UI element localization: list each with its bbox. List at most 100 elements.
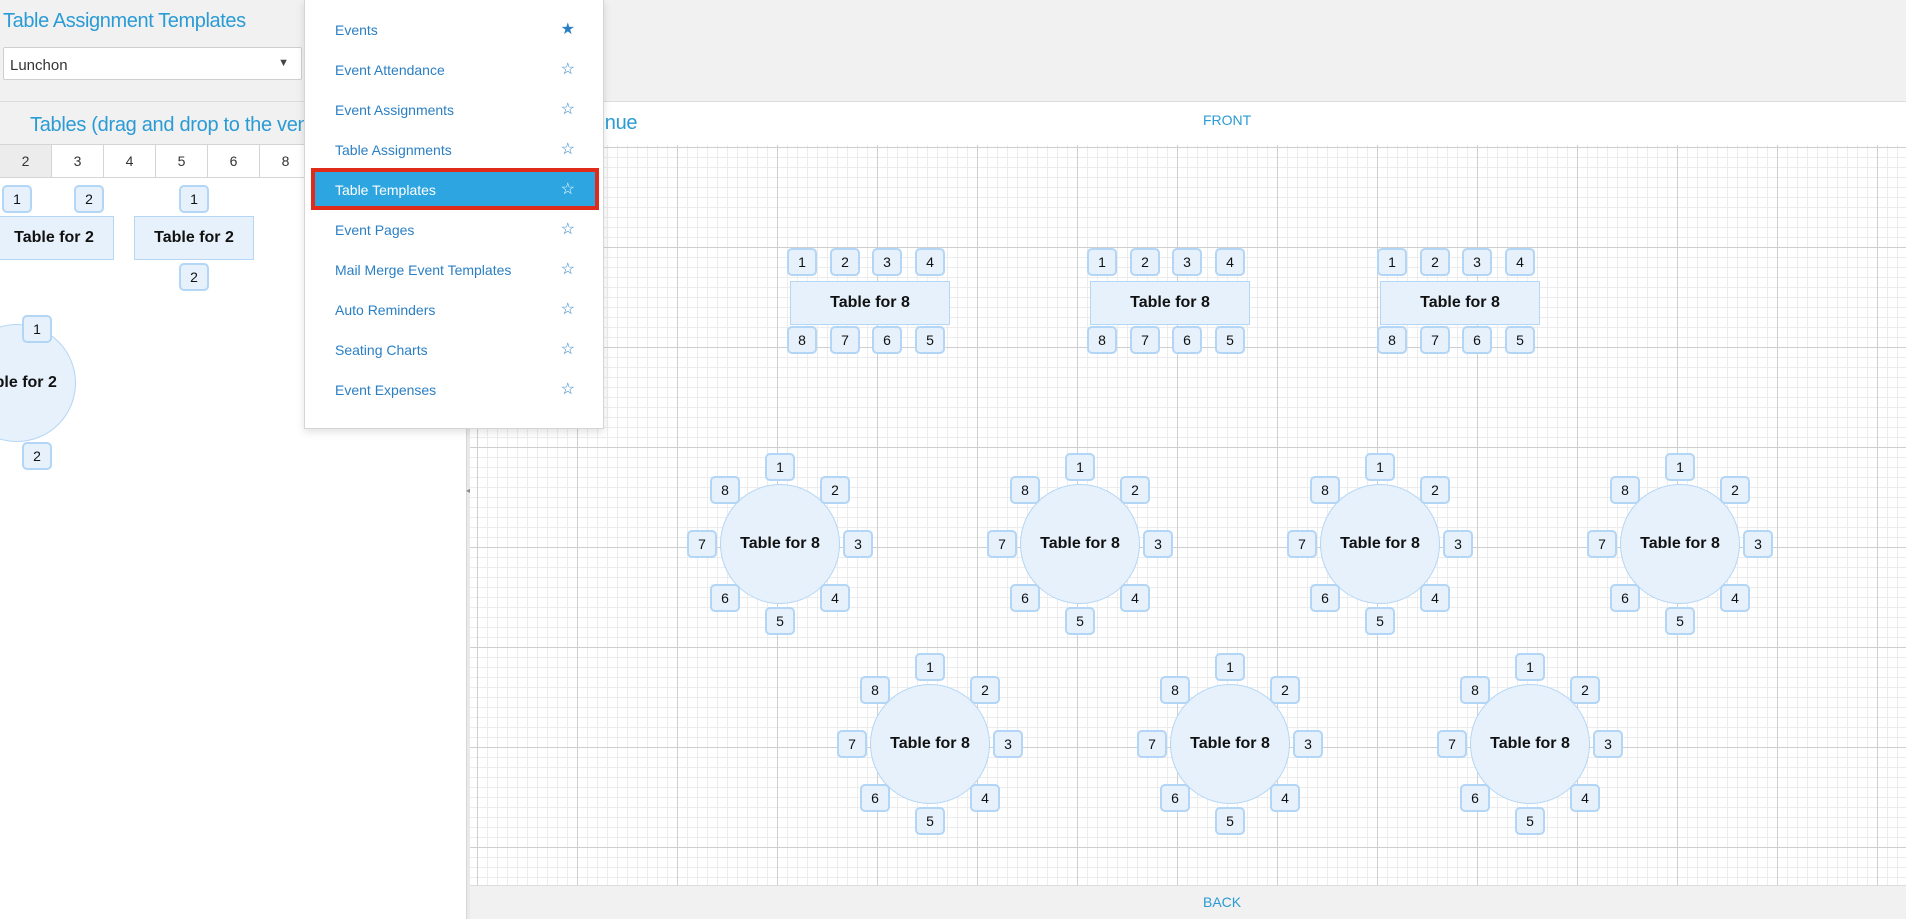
seat[interactable]: 3 [1172, 248, 1202, 276]
venue-table[interactable]: Table for 8 [1020, 484, 1140, 604]
seat[interactable]: 5 [1515, 807, 1545, 835]
menu-item-event-assignments[interactable]: Event Assignments☆ [315, 92, 595, 126]
seat[interactable]: 5 [1365, 607, 1395, 635]
menu-item-events[interactable]: Events★ [315, 12, 595, 46]
seat[interactable]: 6 [1460, 784, 1490, 812]
seat[interactable]: 6 [1610, 584, 1640, 612]
venue-table[interactable]: Table for 8 [870, 684, 990, 804]
seat[interactable]: 8 [710, 476, 740, 504]
star-outline-icon[interactable]: ☆ [560, 261, 575, 278]
seat[interactable]: 5 [1215, 326, 1245, 354]
seat[interactable]: 3 [1462, 248, 1492, 276]
seat[interactable]: 6 [1172, 326, 1202, 354]
seat[interactable]: 6 [872, 326, 902, 354]
seat[interactable]: 1 [1515, 653, 1545, 681]
seat[interactable]: 3 [993, 730, 1023, 758]
star-outline-icon[interactable]: ☆ [560, 301, 575, 318]
seat[interactable]: 8 [1010, 476, 1040, 504]
seat[interactable]: 2 [1270, 676, 1300, 704]
seat[interactable]: 6 [1462, 326, 1492, 354]
menu-item-event-attendance[interactable]: Event Attendance☆ [315, 52, 595, 86]
seat[interactable]: 2 [1420, 248, 1450, 276]
seat[interactable]: 1 [787, 248, 817, 276]
seat[interactable]: 5 [765, 607, 795, 635]
seat[interactable]: 3 [872, 248, 902, 276]
venue-table[interactable]: Table for 8 [1470, 684, 1590, 804]
seat[interactable]: 1 [1665, 453, 1695, 481]
seat[interactable]: 4 [1215, 248, 1245, 276]
seat[interactable]: 5 [1215, 807, 1245, 835]
seat[interactable]: 4 [1720, 584, 1750, 612]
venue-table[interactable]: Table for 8 [720, 484, 840, 604]
seat[interactable]: 5 [915, 326, 945, 354]
seat[interactable]: 3 [1743, 530, 1773, 558]
seat[interactable]: 6 [710, 584, 740, 612]
seat[interactable]: 5 [1505, 326, 1535, 354]
tab-size-2[interactable]: 2 [0, 144, 52, 178]
seat[interactable]: 1 [1377, 248, 1407, 276]
star-outline-icon[interactable]: ☆ [560, 341, 575, 358]
palette-table[interactable]: Table for 2 [0, 216, 114, 260]
seat[interactable]: 2 [74, 185, 104, 213]
seat[interactable]: 3 [1143, 530, 1173, 558]
seat[interactable]: 4 [1120, 584, 1150, 612]
tab-size-6[interactable]: 6 [207, 144, 260, 178]
menu-item-table-templates[interactable]: Table Templates☆ [311, 168, 599, 210]
menu-item-event-expenses[interactable]: Event Expenses☆ [315, 372, 595, 406]
seat[interactable]: 6 [860, 784, 890, 812]
collapse-arrow-icon[interactable]: ◀ [466, 486, 472, 495]
seat[interactable]: 7 [1137, 730, 1167, 758]
venue-table[interactable]: Table for 8 [1620, 484, 1740, 604]
seat[interactable]: 8 [1160, 676, 1190, 704]
seat[interactable]: 8 [1460, 676, 1490, 704]
seat[interactable]: 3 [1443, 530, 1473, 558]
seat[interactable]: 8 [1310, 476, 1340, 504]
tab-size-3[interactable]: 3 [51, 144, 104, 178]
menu-item-auto-reminders[interactable]: Auto Reminders☆ [315, 292, 595, 326]
template-select[interactable]: Lunchon ▼ [3, 47, 302, 80]
seat[interactable]: 1 [1215, 653, 1245, 681]
seat[interactable]: 8 [787, 326, 817, 354]
seat[interactable]: 6 [1310, 584, 1340, 612]
seat[interactable]: 8 [1087, 326, 1117, 354]
seat[interactable]: 8 [1377, 326, 1407, 354]
seat[interactable]: 4 [915, 248, 945, 276]
seat[interactable]: 4 [1505, 248, 1535, 276]
seat[interactable]: 7 [837, 730, 867, 758]
seat[interactable]: 2 [1570, 676, 1600, 704]
star-outline-icon[interactable]: ☆ [560, 101, 575, 118]
seat[interactable]: 4 [1570, 784, 1600, 812]
seat[interactable]: 5 [1065, 607, 1095, 635]
seat[interactable]: 7 [1130, 326, 1160, 354]
seat[interactable]: 7 [1437, 730, 1467, 758]
seat[interactable]: 1 [22, 315, 52, 343]
venue-table[interactable]: Table for 8 [1380, 281, 1540, 325]
star-outline-icon[interactable]: ☆ [560, 61, 575, 78]
star-outline-icon[interactable]: ☆ [560, 221, 575, 238]
seat[interactable]: 1 [1365, 453, 1395, 481]
seat[interactable]: 7 [1287, 530, 1317, 558]
seat[interactable]: 1 [2, 185, 32, 213]
star-outline-icon[interactable]: ☆ [560, 141, 575, 158]
seat[interactable]: 5 [1665, 607, 1695, 635]
venue-table[interactable]: Table for 8 [1090, 281, 1250, 325]
panel-splitter[interactable] [466, 102, 470, 919]
seat[interactable]: 4 [970, 784, 1000, 812]
seat[interactable]: 7 [687, 530, 717, 558]
seat[interactable]: 4 [1270, 784, 1300, 812]
seat[interactable]: 4 [820, 584, 850, 612]
seat[interactable]: 6 [1010, 584, 1040, 612]
seat[interactable]: 2 [22, 442, 52, 470]
seat[interactable]: 2 [1720, 476, 1750, 504]
menu-item-table-assignments[interactable]: Table Assignments☆ [315, 132, 595, 166]
seat[interactable]: 4 [1420, 584, 1450, 612]
seat[interactable]: 2 [1120, 476, 1150, 504]
seat[interactable]: 3 [843, 530, 873, 558]
seat[interactable]: 8 [860, 676, 890, 704]
seat[interactable]: 1 [179, 185, 209, 213]
menu-item-mail-merge-event-templates[interactable]: Mail Merge Event Templates☆ [315, 252, 595, 286]
seat[interactable]: 7 [987, 530, 1017, 558]
seat[interactable]: 6 [1160, 784, 1190, 812]
star-outline-icon[interactable]: ☆ [560, 181, 575, 198]
